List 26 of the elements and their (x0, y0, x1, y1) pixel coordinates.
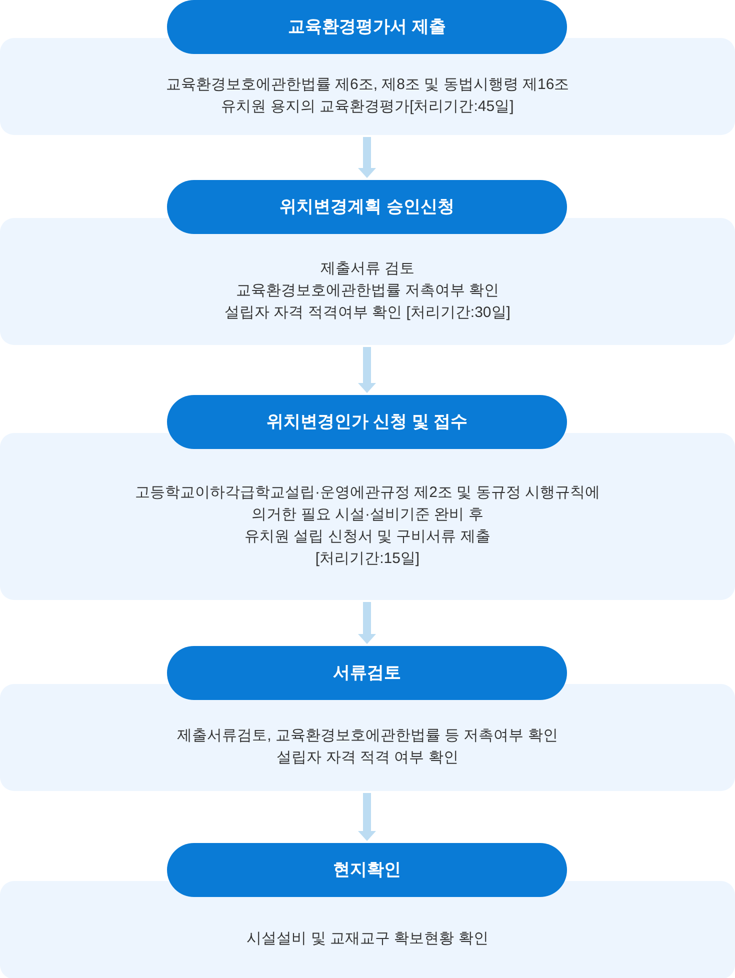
step-panel (0, 218, 735, 345)
step-title-pill: 서류검토 (167, 646, 567, 700)
step-description: 시설설비 및 교재교구 확보현황 확인 (246, 929, 488, 949)
down-arrow (358, 602, 376, 644)
step-description: 유치원 용지의 교육환경평가[처리기간:45일] (221, 96, 514, 116)
step-description: 고등학교이하각급학교설립·운영에관규정 제2조 및 동규정 시행규칙에 (134, 482, 600, 502)
step-description: 유치원 설립 신청서 및 구비서류 제출 (244, 526, 490, 546)
step-title-pill: 교육환경평가서 제출 (167, 0, 567, 54)
step-title-pill: 위치변경계획 승인신청 (167, 180, 567, 234)
step-title-pill: 현지확인 (167, 843, 567, 897)
step-description: 제출서류 검토 (320, 258, 415, 278)
step-panel (0, 38, 735, 135)
down-arrow (358, 137, 376, 178)
step-description: 의거한 필요 시설·설비기준 완비 후 (252, 504, 484, 524)
down-arrow (358, 347, 376, 393)
step-description: 교육환경보호에관한법률 제6조, 제8조 및 동법시행령 제16조 (166, 74, 570, 94)
step-description: [처리기간:15일] (315, 548, 420, 568)
down-arrow (358, 793, 376, 841)
step-panel (0, 684, 735, 791)
step-description: 설립자 자격 적격여부 확인 [처리기간:30일] (224, 302, 510, 322)
step-description: 설립자 자격 적격 여부 확인 (276, 748, 458, 768)
step-description: 제출서류검토, 교육환경보호에관한법률 등 저촉여부 확인 (177, 726, 558, 746)
step-panel (0, 881, 735, 978)
step-description: 교육환경보호에관한법률 저촉여부 확인 (236, 280, 500, 300)
step-panel (0, 433, 735, 600)
step-title-pill: 위치변경인가 신청 및 접수 (167, 395, 567, 449)
